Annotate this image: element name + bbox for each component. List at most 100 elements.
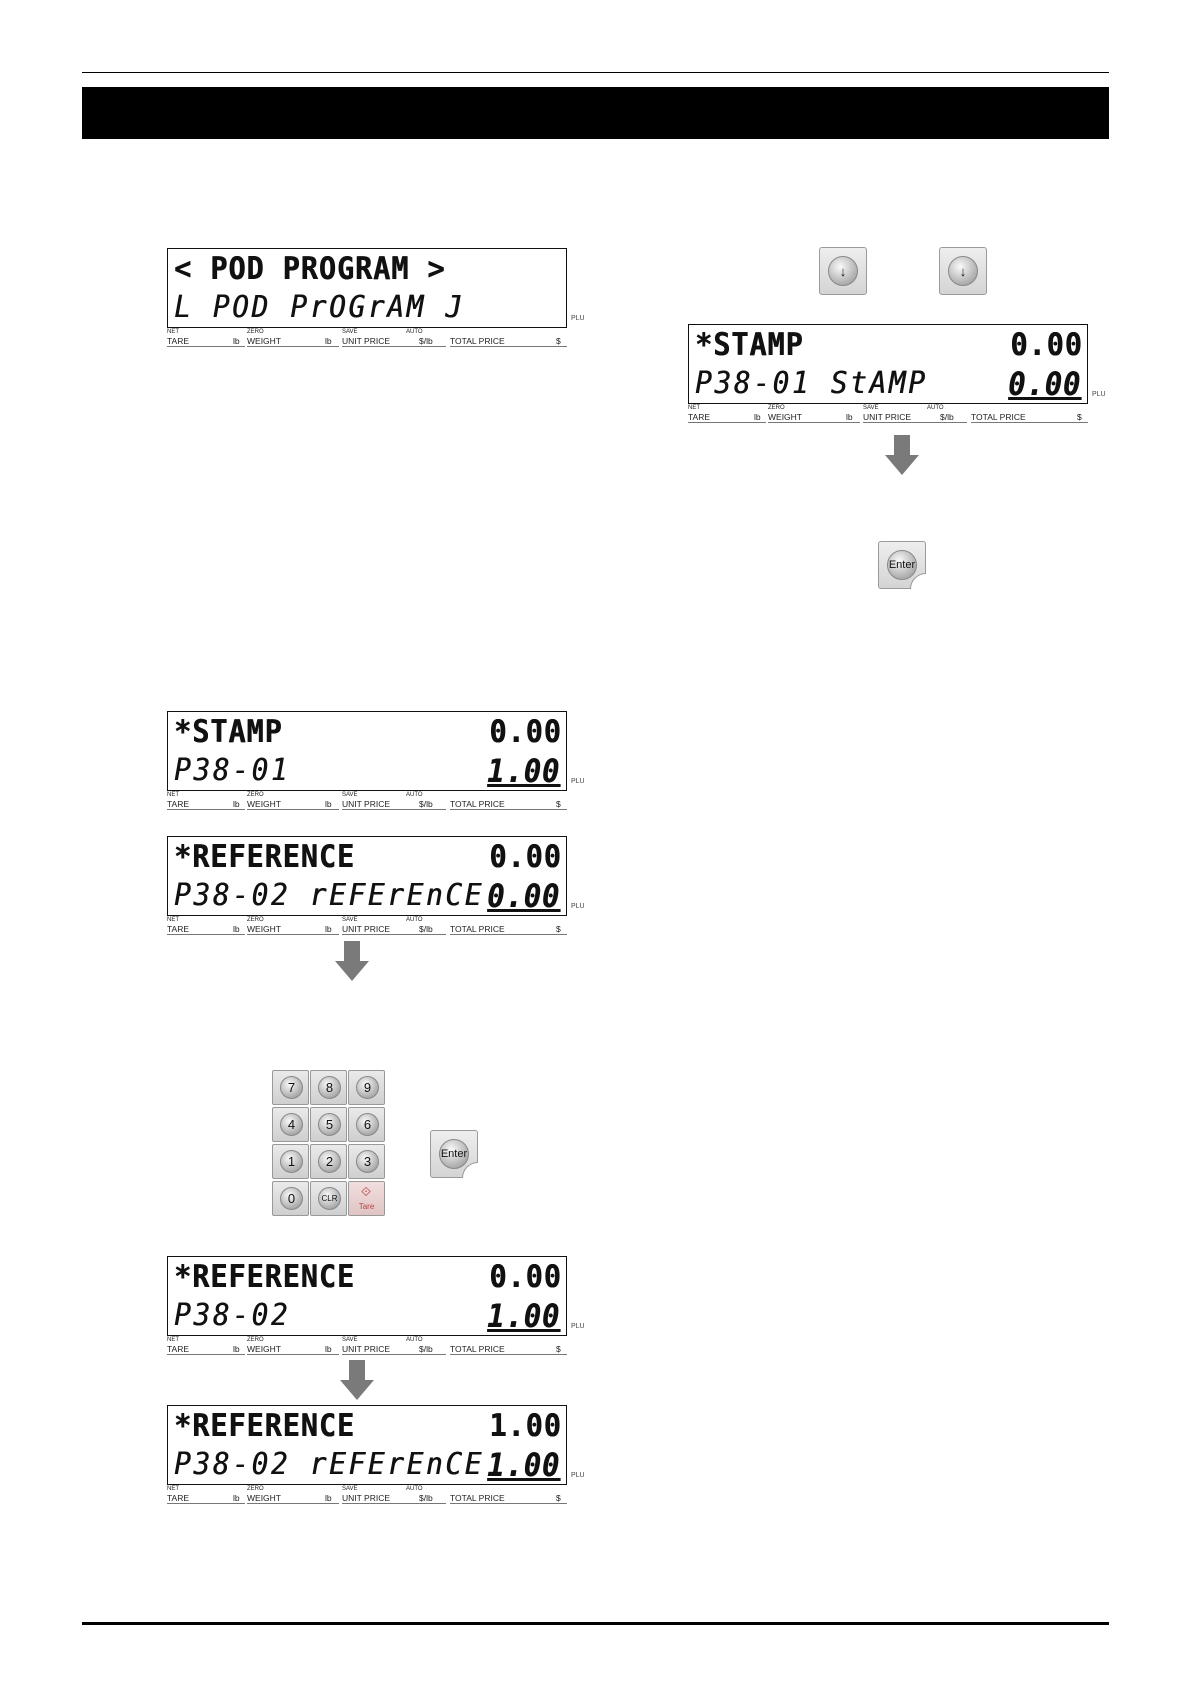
- lcd-screen: *REFERENCE 1.00 P38-02 rEFErEnCE 1.00: [167, 1405, 567, 1485]
- keypad-key-4[interactable]: 4: [272, 1107, 309, 1142]
- dollar-label: $: [556, 924, 561, 934]
- keypad-key-8[interactable]: 8: [310, 1070, 347, 1105]
- auto-label: AUTO: [406, 917, 423, 923]
- unit-price-label: UNIT PRICE: [342, 1344, 391, 1354]
- zero-label: ZERO: [247, 1486, 264, 1492]
- keypad-key-3[interactable]: 3: [348, 1144, 385, 1179]
- save-label: SAVE: [342, 792, 358, 798]
- enter-key-right[interactable]: Enter: [878, 541, 926, 589]
- lb-label: lb: [325, 924, 332, 934]
- section-header-banner: [82, 87, 1109, 139]
- zero-label: ZERO: [247, 792, 264, 798]
- lcd-screen: *STAMP 0.00 P38-01 1.00: [167, 711, 567, 791]
- keypad-key-9[interactable]: 9: [348, 1070, 385, 1105]
- auto-label: AUTO: [406, 792, 423, 798]
- zero-label: ZERO: [247, 917, 264, 923]
- tare-icon: ⟐: [360, 1184, 372, 1199]
- tare-key-label: Tare: [358, 1202, 375, 1211]
- weight-label: WEIGHT: [768, 412, 802, 422]
- save-label: SAVE: [863, 405, 879, 411]
- total-price-label: TOTAL PRICE: [450, 1493, 505, 1503]
- down-arrow-icon: ↓: [948, 256, 978, 286]
- lcd-indicator-labels: NET ZERO SAVE AUTO TARE lb WEIGHT lb UNI…: [167, 1486, 567, 1504]
- per-lb-label: $/lb: [419, 336, 433, 346]
- zero-label: ZERO: [247, 1337, 264, 1343]
- lcd-display-stamp-p38-01: *STAMP 0.00 P38-01 1.00 PLU NET ZERO SAV…: [167, 711, 585, 810]
- lcd-line-1: *REFERENCE: [174, 1259, 355, 1295]
- keypad-key-tare[interactable]: ⟐ Tare: [348, 1181, 385, 1216]
- save-label: SAVE: [342, 1486, 358, 1492]
- lcd-screen: *STAMP 0.00 P38-01 StAMP 0.00: [688, 324, 1088, 404]
- keypad-key-0[interactable]: 0: [272, 1181, 309, 1216]
- lcd-line-2: P38-02 rEFErEnCE: [174, 878, 485, 913]
- net-label: NET: [688, 405, 700, 411]
- lb-label: lb: [325, 1493, 332, 1503]
- lcd-line-2: P38-01: [174, 753, 291, 788]
- unit-price-label: UNIT PRICE: [863, 412, 912, 422]
- keypad-key-7[interactable]: 7: [272, 1070, 309, 1105]
- keypad-key-2[interactable]: 2: [310, 1144, 347, 1179]
- keypad-key-label: 9: [356, 1076, 379, 1099]
- bottom-rule: [82, 1622, 1109, 1625]
- total-price-label: TOTAL PRICE: [450, 1344, 505, 1354]
- lcd-line-2: L POD PrOGrAM J: [174, 290, 465, 325]
- auto-label: AUTO: [406, 1486, 423, 1492]
- enter-key-left[interactable]: Enter: [430, 1130, 478, 1178]
- total-price-label: TOTAL PRICE: [971, 412, 1026, 422]
- dollar-label: $: [556, 799, 561, 809]
- lb-label: lb: [233, 924, 240, 934]
- auto-label: AUTO: [927, 405, 944, 411]
- dollar-label: $: [556, 1344, 561, 1354]
- zero-label: ZERO: [768, 405, 785, 411]
- per-lb-label: $/lb: [419, 924, 433, 934]
- lcd-line-1: *STAMP: [174, 714, 283, 750]
- tare-label: TARE: [167, 799, 190, 809]
- keypad-key-5[interactable]: 5: [310, 1107, 347, 1142]
- weight-label: WEIGHT: [247, 336, 281, 346]
- lcd-value-2: 0.00: [487, 877, 560, 915]
- down-arrow-indicator-icon: [340, 1360, 374, 1400]
- lcd-line-2: P38-02 rEFErEnCE: [174, 1447, 485, 1482]
- top-rule: [82, 72, 1109, 73]
- unit-price-label: UNIT PRICE: [342, 1493, 391, 1503]
- total-price-label: TOTAL PRICE: [450, 336, 505, 346]
- plu-label: PLU: [571, 903, 585, 910]
- keypad-key-clr[interactable]: CLR: [310, 1181, 347, 1216]
- keypad-key-label: 2: [318, 1150, 341, 1173]
- tare-label: TARE: [167, 924, 190, 934]
- lb-label: lb: [846, 412, 853, 422]
- tare-label: TARE: [688, 412, 711, 422]
- lcd-display-stamp-p38-01-label: *STAMP 0.00 P38-01 StAMP 0.00 PLU NET ZE…: [688, 324, 1106, 423]
- total-price-label: TOTAL PRICE: [450, 924, 505, 934]
- down-arrow-key-2[interactable]: ↓: [939, 247, 987, 295]
- total-price-label: TOTAL PRICE: [450, 799, 505, 809]
- lcd-display-reference-saved: *REFERENCE 1.00 P38-02 rEFErEnCE 1.00 PL…: [167, 1405, 585, 1504]
- net-label: NET: [167, 329, 179, 335]
- down-arrow-key-1[interactable]: ↓: [819, 247, 867, 295]
- lcd-display-pod-program: < POD PROGRAM > L POD PrOGrAM J PLU NET …: [167, 248, 585, 347]
- dollar-label: $: [556, 1493, 561, 1503]
- dollar-label: $: [556, 336, 561, 346]
- plu-label: PLU: [571, 1472, 585, 1479]
- lcd-indicator-labels: NET ZERO SAVE AUTO TARE lb WEIGHT lb UNI…: [167, 329, 567, 347]
- lb-label: lb: [233, 1493, 240, 1503]
- keypad-key-label: 8: [318, 1076, 341, 1099]
- weight-label: WEIGHT: [247, 924, 281, 934]
- plu-label: PLU: [571, 778, 585, 785]
- keypad-key-6[interactable]: 6: [348, 1107, 385, 1142]
- lcd-line-1: *STAMP: [695, 327, 804, 363]
- weight-label: WEIGHT: [247, 1344, 281, 1354]
- lb-label: lb: [325, 1344, 332, 1354]
- auto-label: AUTO: [406, 1337, 423, 1343]
- lb-label: lb: [233, 799, 240, 809]
- lb-label: lb: [325, 799, 332, 809]
- net-label: NET: [167, 1486, 179, 1492]
- weight-label: WEIGHT: [247, 1493, 281, 1503]
- lcd-line-1: < POD PROGRAM >: [174, 251, 446, 287]
- plu-label: PLU: [571, 315, 585, 322]
- unit-price-label: UNIT PRICE: [342, 799, 391, 809]
- lcd-line-2: P38-02: [174, 1298, 291, 1333]
- keypad-key-label: CLR: [318, 1187, 341, 1210]
- keypad-key-1[interactable]: 1: [272, 1144, 309, 1179]
